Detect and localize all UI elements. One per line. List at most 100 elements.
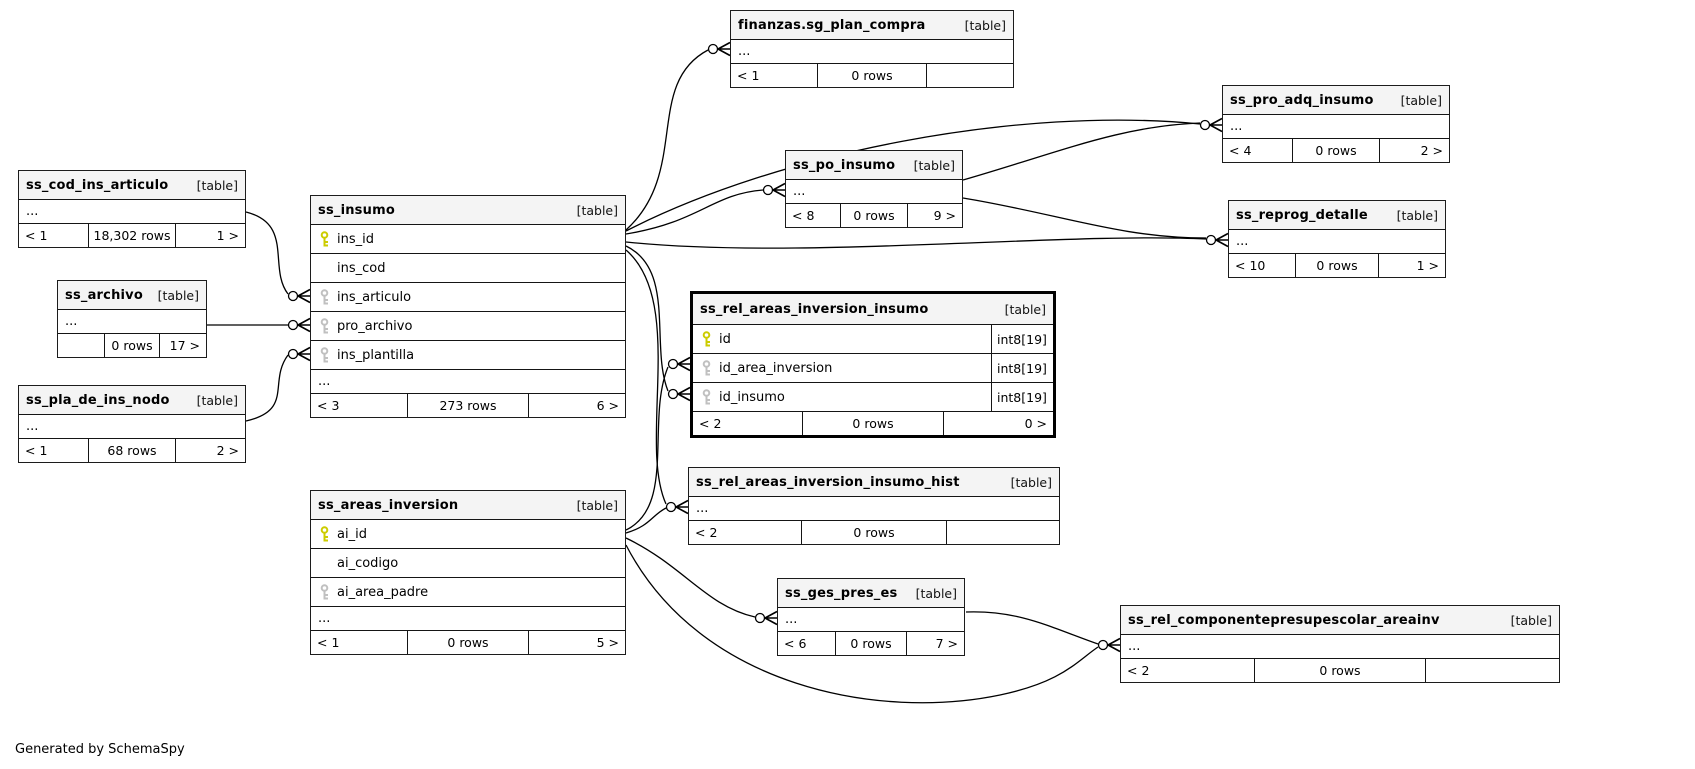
table-title: ss_archivo xyxy=(65,287,143,303)
table-title: finanzas.sg_plan_compra xyxy=(738,17,926,33)
outgoing-fk-count: 1 > xyxy=(1377,254,1445,277)
table-header-ss_ges_pres_es: ss_ges_pres_es[table] xyxy=(778,579,964,607)
more-columns-ellipsis: ... xyxy=(689,496,1059,520)
key-slot xyxy=(311,346,337,364)
table-header-ss_pro_adq_insumo: ss_pro_adq_insumo[table] xyxy=(1223,86,1449,114)
outgoing-fk-count xyxy=(945,521,1059,544)
table-node-ss_rel_componentepresupescolar_areainv[interactable]: ss_rel_componentepresupescolar_areainv[t… xyxy=(1120,605,1560,683)
outgoing-fk-count: 6 > xyxy=(528,394,625,417)
table-type-label: [table] xyxy=(196,177,238,193)
key-slot xyxy=(311,525,337,543)
table-header-ss_cod_ins_articulo: ss_cod_ins_articulo [table] xyxy=(19,171,245,199)
incoming-fk-count: < 1 xyxy=(25,443,48,458)
edge-ss_areas_inversion-to-ss_rel_areas_inversion_insumo_hist xyxy=(625,507,667,534)
fk-anchor-marker xyxy=(707,41,731,57)
more-columns-ellipsis: ... xyxy=(778,607,964,631)
fk-anchor-marker xyxy=(1205,232,1229,248)
edge-ss_pla_de_ins_nodo-to-ss_insumo.ins_plantilla xyxy=(245,354,289,422)
row-count: 273 rows xyxy=(406,394,529,417)
table-type-label: [table] xyxy=(1004,301,1046,317)
incoming-fk-count: < 3 xyxy=(317,398,340,413)
table-title: ss_po_insumo xyxy=(793,157,896,173)
foreign-key-icon xyxy=(320,346,328,362)
edge-ss_po_insumo-to-ss_reprog_detalle xyxy=(962,197,1207,239)
column-row-ins_id: ins_id xyxy=(311,224,625,253)
fk-anchor-marker xyxy=(762,182,786,198)
incoming-fk-count: < 6 xyxy=(784,636,807,651)
column-name: ins_cod xyxy=(337,260,386,276)
foreign-key-icon xyxy=(702,359,710,375)
incoming-fk-count: < 8 xyxy=(792,208,815,223)
more-columns-ellipsis: ... xyxy=(19,199,245,223)
edge-ss_insumo-to-ss_rel_areas_inversion_insumo.id_insumo xyxy=(625,245,669,392)
column-name: ai_area_padre xyxy=(337,584,429,600)
row-count: 18,302 rows xyxy=(88,224,174,247)
column-type: int8[19] xyxy=(991,383,1053,411)
incoming-fk-count: < 2 xyxy=(1127,663,1150,678)
fk-anchor-marker xyxy=(287,317,311,333)
outgoing-fk-count: 2 > xyxy=(1378,139,1449,162)
foreign-key-icon xyxy=(320,583,328,599)
fk-anchor-marker xyxy=(1199,117,1223,133)
table-title: ss_ges_pres_es xyxy=(785,585,898,601)
edge-ss_ges_pres_es-to-ss_rel_componentepresupescolar_areainv xyxy=(965,611,1099,645)
table-title: ss_pla_de_ins_nodo xyxy=(26,392,170,408)
edge-ss_insumo-to-finanzas_sg_plan_compra xyxy=(625,49,709,231)
table-title: ss_insumo xyxy=(318,202,395,218)
more-columns-ellipsis: ... xyxy=(1223,114,1449,138)
incoming-fk-count: < 1 xyxy=(317,635,340,650)
more-columns-ellipsis: ... xyxy=(1121,634,1559,658)
column-row-ins_cod: ins_cod xyxy=(311,253,625,282)
table-header-ss_rel_componentepresupescolar_areainv: ss_rel_componentepresupescolar_areainv[t… xyxy=(1121,606,1559,634)
table-node-ss_rel_areas_inversion_insumo_hist[interactable]: ss_rel_areas_inversion_insumo_hist[table… xyxy=(688,467,1060,545)
more-columns-ellipsis: ... xyxy=(731,39,1013,63)
incoming-fk-count: < 10 xyxy=(1235,258,1266,273)
table-header-ss_rel_areas_inversion_insumo: ss_rel_areas_inversion_insumo[table] xyxy=(693,294,1053,324)
incoming-fk-count: < 2 xyxy=(695,525,718,540)
key-slot xyxy=(693,359,719,377)
table-title: ss_rel_componentepresupescolar_areainv xyxy=(1128,612,1440,628)
table-title: ss_cod_ins_articulo xyxy=(26,177,169,193)
incoming-fk-count: < 2 xyxy=(699,416,722,431)
key-slot xyxy=(693,330,719,348)
row-count: 0 rows xyxy=(802,412,942,435)
edge-ss_insumo-to-ss_rel_areas_inversion_insumo_hist xyxy=(625,249,667,505)
table-title: ss_reprog_detalle xyxy=(1236,207,1368,223)
table-header-ss_rel_areas_inversion_insumo_hist: ss_rel_areas_inversion_insumo_hist[table… xyxy=(689,468,1059,496)
generated-by-note: Generated by SchemaSpy xyxy=(15,742,185,757)
fk-anchor-marker xyxy=(1097,637,1121,653)
table-type-label: [table] xyxy=(196,392,238,408)
table-type-label: [table] xyxy=(1396,207,1438,223)
fk-anchor-marker xyxy=(665,499,689,515)
table-header-ss_pla_de_ins_nodo: ss_pla_de_ins_nodo [table] xyxy=(19,386,245,414)
more-columns-ellipsis: ... xyxy=(786,179,962,203)
table-type-label: [table] xyxy=(576,497,618,513)
foreign-key-icon xyxy=(320,288,328,304)
more-columns-ellipsis: ... xyxy=(311,369,625,393)
table-header-finanzas_sg_plan_compra: finanzas.sg_plan_compra[table] xyxy=(731,11,1013,39)
outgoing-fk-count: 2 > xyxy=(174,439,245,462)
outgoing-fk-count xyxy=(926,64,1013,87)
foreign-key-icon xyxy=(320,317,328,333)
